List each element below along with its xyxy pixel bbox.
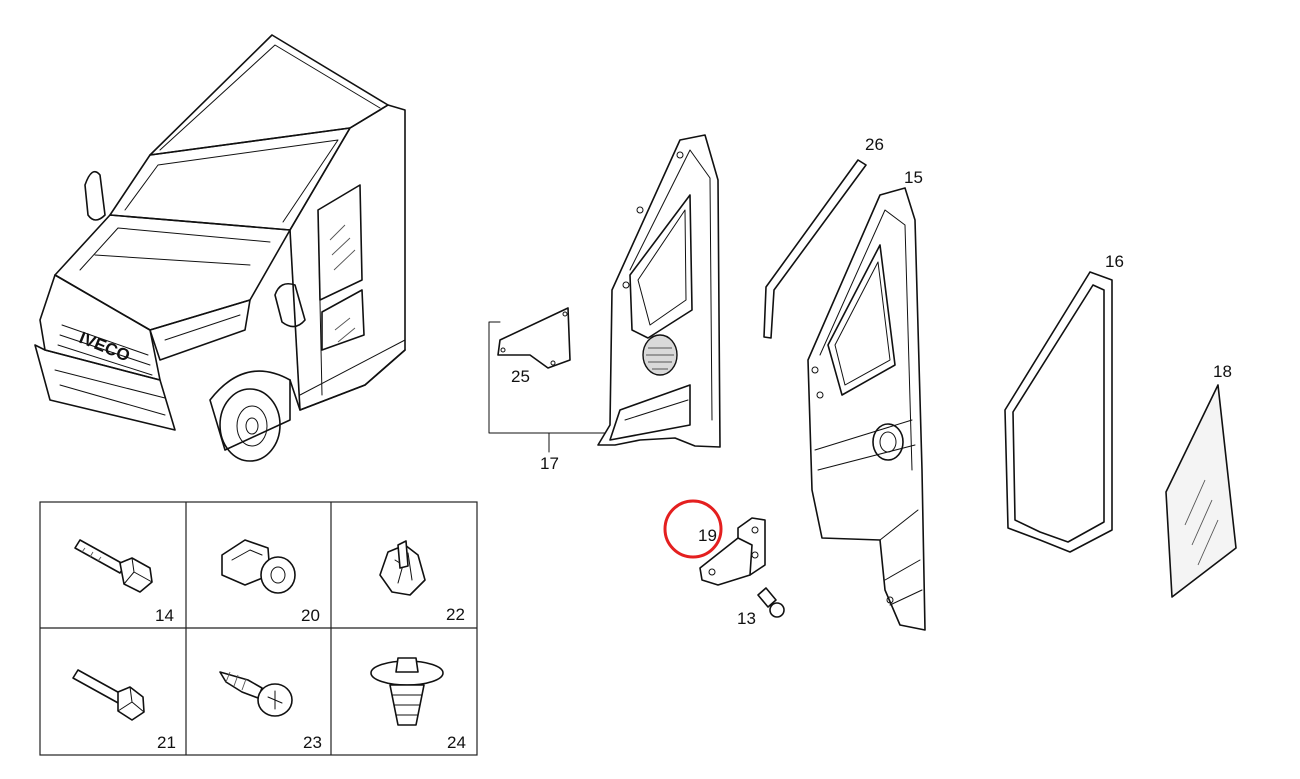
- part-13-bolt: [757, 587, 785, 618]
- callout-15: 15: [904, 168, 923, 187]
- part-25-cover: [497, 307, 571, 369]
- callout-16: 16: [1105, 252, 1124, 271]
- callout-14: 14: [155, 606, 174, 625]
- callout-25: 25: [511, 367, 530, 386]
- callout-26: 26: [865, 135, 884, 154]
- part-19-hinge: [699, 517, 766, 586]
- part-15-door: [807, 187, 926, 631]
- callout-24: 24: [447, 733, 466, 752]
- part-22-nut: [379, 540, 426, 596]
- part-17-door-trim: [597, 134, 721, 448]
- callout-17: 17: [540, 454, 559, 473]
- part-24-pushpin: [370, 657, 444, 726]
- callout-18: 18: [1213, 362, 1232, 381]
- callout-21: 21: [157, 733, 176, 752]
- part-21-bolt: [72, 669, 145, 721]
- callout-19: 19: [698, 526, 717, 545]
- van-illustration: IVECO: [34, 34, 406, 462]
- callout-13: 13: [737, 609, 756, 628]
- part-18-glass: [1165, 384, 1237, 598]
- part-14-bolt: [74, 539, 153, 593]
- part-16-seal: [1004, 271, 1113, 553]
- part-23-screw: [219, 671, 293, 717]
- callout-23: 23: [303, 733, 322, 752]
- part-26-strip: [763, 159, 867, 339]
- fastener-grid: 14 20 22 21 23: [39, 501, 478, 756]
- part-20-clip: [221, 539, 296, 594]
- callout-22: 22: [446, 605, 465, 624]
- callout-20: 20: [301, 606, 320, 625]
- highlight-circle: [663, 499, 723, 559]
